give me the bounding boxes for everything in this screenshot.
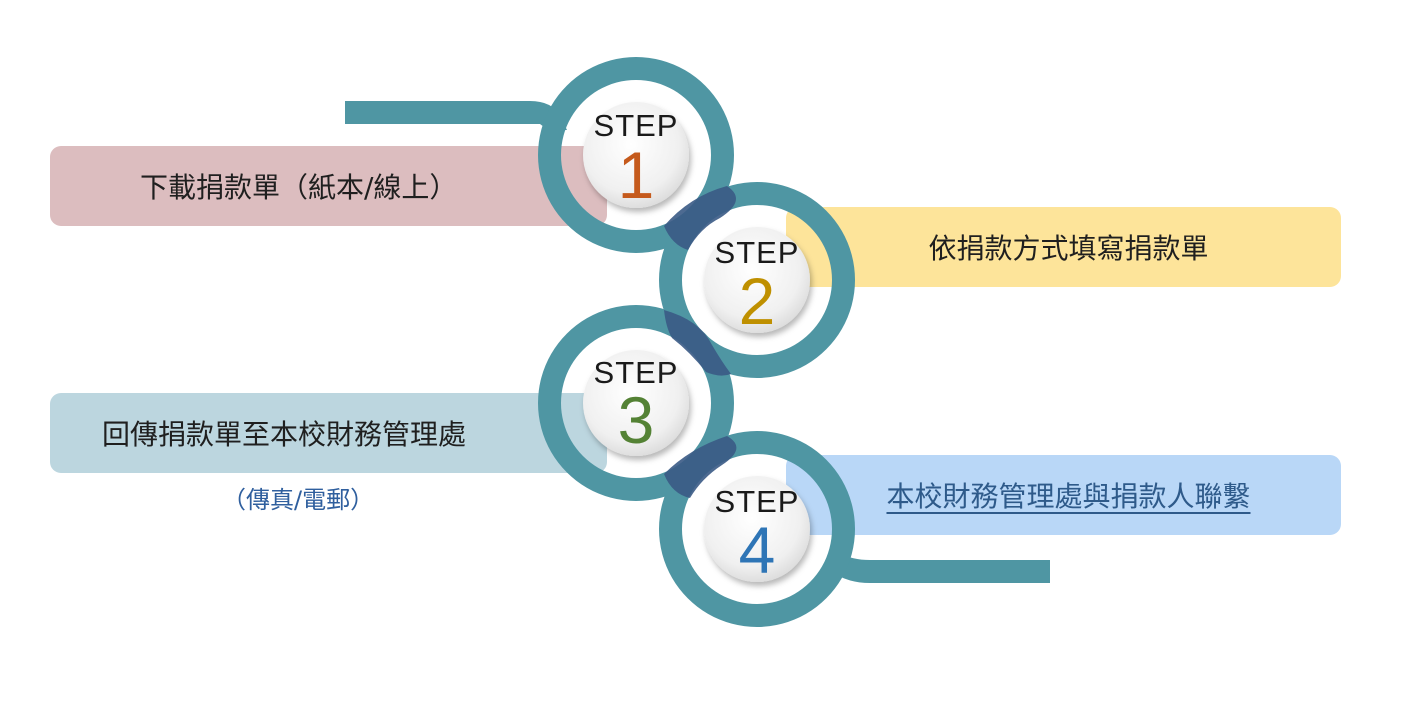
- ring-overlap-3-4: [664, 436, 737, 498]
- step-3-word: STEP: [593, 355, 679, 390]
- step-1-box: [50, 146, 607, 226]
- step-3-box: [50, 393, 607, 473]
- step-1-text: 下載捐款單（紙本/線上）: [140, 171, 458, 204]
- step-4-badge: [704, 476, 810, 582]
- step-2-text: 依捐款方式填寫捐款單: [928, 232, 1209, 265]
- connector-tail-1: [345, 101, 567, 130]
- step-4-link[interactable]: 本校財務管理處與捐款人聯繫: [886, 480, 1251, 513]
- step-2-badge: [704, 227, 810, 333]
- step-2-label: 依捐款方式填寫捐款單: [786, 207, 1341, 287]
- step-2-number: 2: [738, 264, 776, 338]
- step-3-number: 3: [617, 383, 655, 457]
- step-2-word: STEP: [714, 235, 800, 270]
- step-1-label: 下載捐款單（紙本/線上）: [50, 146, 607, 226]
- step-4-number: 4: [738, 513, 776, 587]
- step-4-word: STEP: [714, 484, 800, 519]
- step-1-number: 1: [617, 138, 655, 212]
- connector-tail-4: [832, 553, 1050, 583]
- step-3-text: 回傳捐款單至本校財務管理處: [102, 418, 467, 451]
- step-3-note: （傳真/電郵）: [222, 486, 375, 514]
- step-3-label: 回傳捐款單至本校財務管理處: [50, 393, 607, 473]
- step-4-label: 本校財務管理處與捐款人聯繫: [786, 455, 1341, 535]
- step-1-badge: [583, 102, 689, 208]
- step-1-word: STEP: [593, 108, 679, 143]
- step-3-badge: [583, 350, 689, 456]
- step-4-box: [786, 455, 1341, 535]
- step-2-box: [786, 207, 1341, 287]
- ring-overlap-2-3: [664, 310, 731, 376]
- ring-overlap-1-2: [664, 186, 736, 250]
